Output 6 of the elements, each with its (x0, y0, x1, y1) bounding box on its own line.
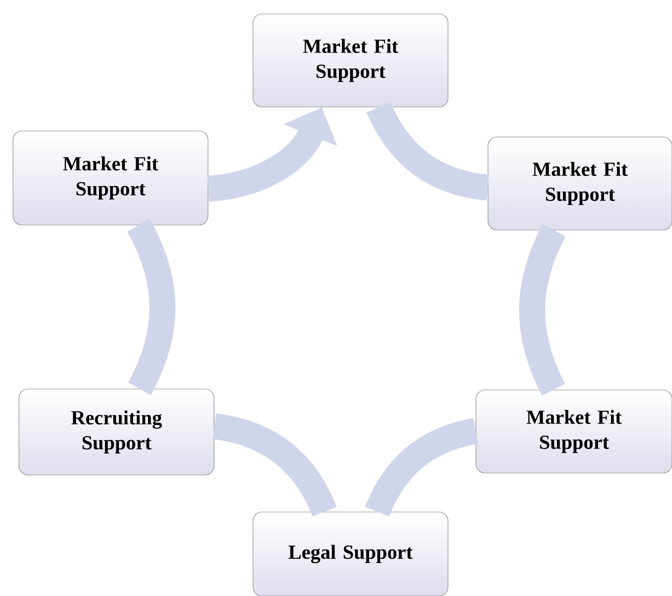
process-box: Legal Support (252, 512, 448, 596)
process-box: Market Fit Support (488, 136, 672, 230)
process-box: Market Fit Support (476, 390, 672, 474)
process-box: Recruiting Support (18, 388, 214, 476)
process-box: Market Fit Support (12, 130, 208, 226)
process-box: Market Fit Support (252, 14, 448, 108)
